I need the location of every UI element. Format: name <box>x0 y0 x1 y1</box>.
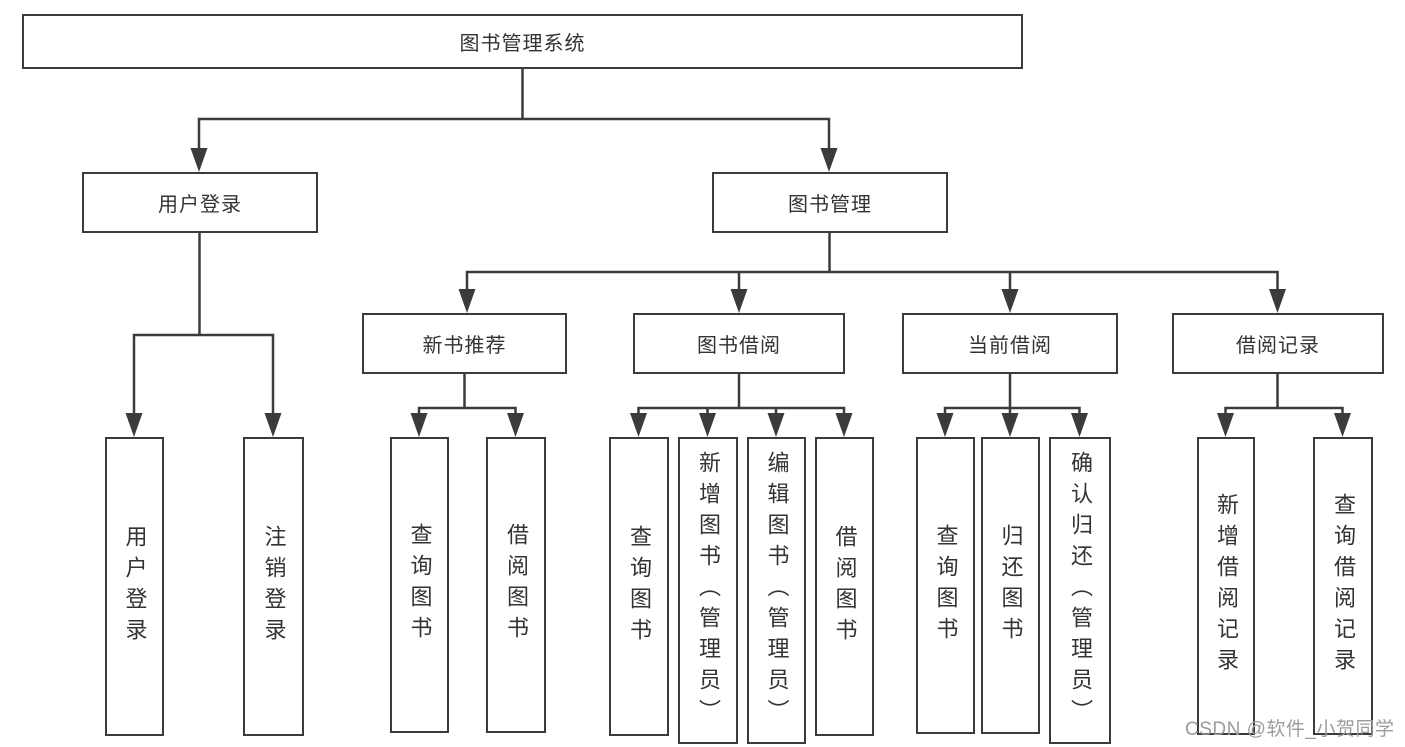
leaf-user-login-label: 用户登录 <box>122 524 148 649</box>
leaf-return-book-label: 归还图书 <box>998 523 1024 648</box>
node-book-borrow: 图书借阅 <box>633 313 845 374</box>
leaf-confirm-return-admin-label: 确认归还（管理员） <box>1068 451 1093 730</box>
node-current-borrow: 当前借阅 <box>902 313 1118 374</box>
leaf-recommend-borrow-book: 借阅图书 <box>486 437 546 733</box>
node-book-management-label: 图书管理 <box>788 194 872 216</box>
leaf-add-book-admin-label: 新增图书（管理员） <box>696 451 721 730</box>
node-book-borrow-label: 图书借阅 <box>697 335 781 357</box>
leaf-edit-book-admin: 编辑图书（管理员） <box>747 437 806 744</box>
csdn-watermark: CSDN @软件_小贺同学 <box>1185 719 1395 740</box>
node-root-label: 图书管理系统 <box>459 33 586 55</box>
leaf-user-login: 用户登录 <box>105 437 164 736</box>
node-user-login-label: 用户登录 <box>158 194 242 216</box>
leaf-edit-book-admin-label: 编辑图书（管理员） <box>764 451 790 730</box>
leaf-recommend-borrow-book-label: 借阅图书 <box>504 523 529 647</box>
leaf-add-borrow-record-label: 新增借阅记录 <box>1214 493 1239 679</box>
leaf-current-query-book-label: 查询图书 <box>933 523 959 648</box>
leaf-logout-label: 注销登录 <box>261 524 287 649</box>
leaf-query-borrow-record: 查询借阅记录 <box>1313 437 1373 735</box>
leaf-add-book-admin: 新增图书（管理员） <box>678 437 738 744</box>
leaf-logout: 注销登录 <box>243 437 304 736</box>
leaf-borrow-query-book-label: 查询图书 <box>627 524 652 649</box>
leaf-add-borrow-record: 新增借阅记录 <box>1197 437 1255 735</box>
node-user-login: 用户登录 <box>82 172 318 233</box>
leaf-recommend-query-book-label: 查询图书 <box>407 523 433 647</box>
node-new-book-recommend: 新书推荐 <box>362 313 567 374</box>
node-borrow-records: 借阅记录 <box>1172 313 1384 374</box>
leaf-borrow-book: 借阅图书 <box>815 437 874 736</box>
leaf-borrow-query-book: 查询图书 <box>609 437 669 736</box>
leaf-current-query-book: 查询图书 <box>916 437 975 734</box>
node-new-book-recommend-label: 新书推荐 <box>422 335 507 357</box>
leaf-query-borrow-record-label: 查询借阅记录 <box>1331 493 1356 679</box>
node-root: 图书管理系统 <box>22 14 1023 69</box>
leaf-confirm-return-admin: 确认归还（管理员） <box>1049 437 1111 744</box>
leaf-recommend-query-book: 查询图书 <box>390 437 449 733</box>
leaf-borrow-book-label: 借阅图书 <box>832 524 858 649</box>
node-book-management: 图书管理 <box>712 172 948 233</box>
leaf-return-book: 归还图书 <box>981 437 1040 734</box>
node-current-borrow-label: 当前借阅 <box>968 335 1052 357</box>
node-borrow-records-label: 借阅记录 <box>1236 335 1320 357</box>
